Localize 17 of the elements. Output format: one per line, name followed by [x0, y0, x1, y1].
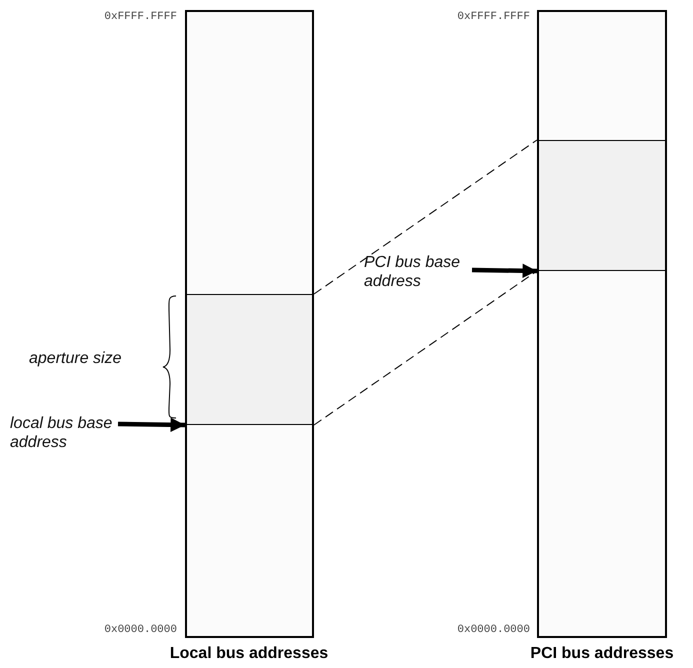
size-label: aperture size — [29, 350, 122, 368]
address-label: 0xFFFF.FFFF — [104, 11, 177, 23]
arrow — [472, 264, 538, 278]
callout-text: PCI bus base address — [364, 253, 468, 291]
axis-caption: PCI bus addresses — [530, 645, 674, 663]
callout-text: local bus base address — [10, 414, 114, 452]
address-space-bar — [185, 10, 314, 638]
axis-caption: Local bus addresses — [170, 645, 328, 663]
mapping-line — [314, 270, 538, 426]
mapped-region — [539, 140, 665, 270]
address-label: 0xFFFF.FFFF — [457, 11, 530, 23]
arrow — [118, 418, 186, 432]
mapping-line — [314, 140, 538, 294]
address-space-bar — [537, 10, 667, 638]
address-label: 0x0000.0000 — [104, 624, 177, 636]
mapped-region — [187, 294, 312, 424]
address-label: 0x0000.0000 — [457, 624, 530, 636]
